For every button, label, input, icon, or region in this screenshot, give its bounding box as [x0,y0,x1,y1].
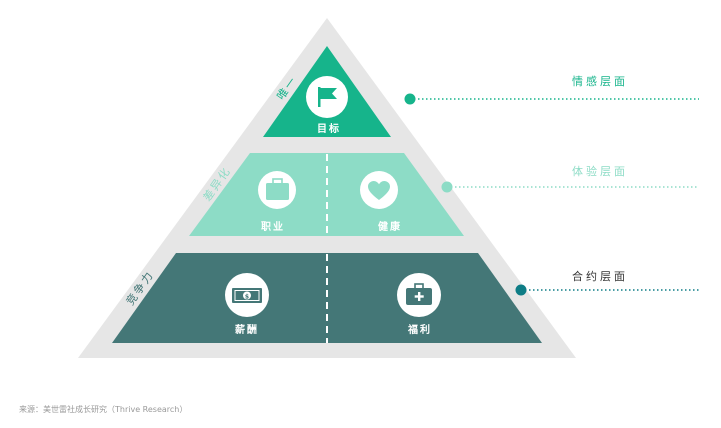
benefits-label: 福利 [407,323,432,336]
benefits-cell: 福利 [397,273,441,336]
health-cell: 健康 [360,171,402,233]
heart-icon [368,181,390,200]
layer-emotional: 情感层面 [404,75,699,105]
goal-cell: 目标 [306,76,348,135]
briefcase-icon [266,178,289,200]
layer-experience: 体验层面 [441,164,699,193]
pay-cell: $ 薪酬 [225,273,269,336]
tier-bottom [112,253,542,343]
source-note: 来源：美世雷社成长研究（Thrive Research） [19,405,188,414]
layer-emotional-label: 情感层面 [572,75,628,88]
flag-icon [318,87,337,107]
pay-label: 薪酬 [235,323,259,336]
career-cell: 职业 [258,171,296,233]
medical-kit-icon [406,283,432,305]
career-label: 职业 [261,220,285,233]
layer-contract: 合约层面 [515,269,699,296]
goal-label: 目标 [317,122,341,135]
svg-text:$: $ [245,294,249,301]
health-label: 健康 [378,220,402,233]
cash-icon: $ [232,288,262,303]
layer-experience-dot [441,181,453,193]
layer-emotional-dot [404,93,416,105]
layer-experience-label: 体验层面 [572,164,628,178]
layer-contract-label: 合约层面 [572,269,628,283]
layer-contract-dot [515,284,527,296]
